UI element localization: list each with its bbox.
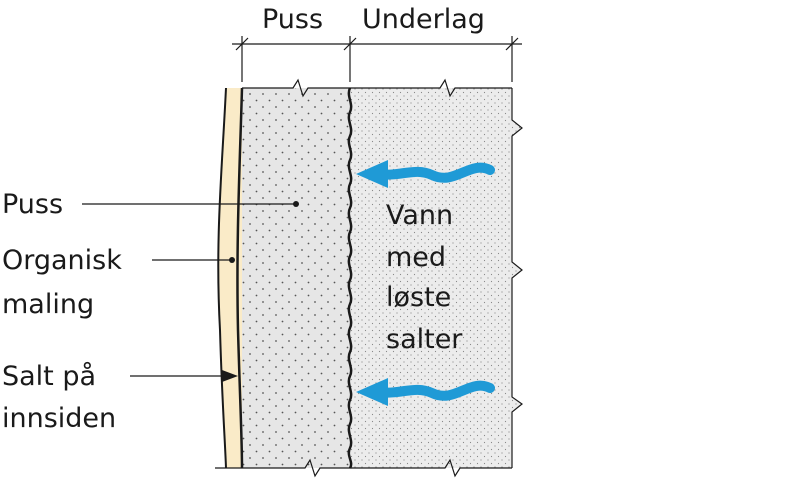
substrate-bottom-break <box>350 458 512 478</box>
salt-leader-arrowhead <box>222 370 238 382</box>
paint-outer-edge <box>217 87 227 469</box>
substrate-right-edge <box>511 88 524 468</box>
dimension-label-substrate: Underlag <box>362 4 485 35</box>
flow-label-line1: Vann <box>386 200 454 231</box>
flow-label-line3: løste <box>386 282 452 313</box>
flow-label-line2: med <box>386 242 447 273</box>
dimension-label-plaster: Puss <box>262 4 324 35</box>
plaster-top-break <box>242 78 350 98</box>
label-plaster: Puss <box>2 189 64 220</box>
plaster-leader-dot <box>293 201 299 207</box>
label-organic-paint-line2: maling <box>2 289 95 320</box>
water-flow-arrow-bottom <box>356 378 495 406</box>
water-flow-arrow-top <box>356 160 495 188</box>
plaster-substrate-interface <box>347 87 353 469</box>
salt-layer-line <box>236 87 244 469</box>
substrate-top-break <box>350 78 512 98</box>
label-salt-inside-line2: innsiden <box>2 403 117 434</box>
label-organic-paint-line1: Organisk <box>2 245 122 276</box>
label-salt-inside-line1: Salt på <box>2 361 97 392</box>
plaster-bottom-break <box>215 458 350 478</box>
flow-label-line4: salter <box>386 324 463 355</box>
dimension-line <box>232 36 522 82</box>
substrate-texture <box>350 88 522 468</box>
paint-leader-dot <box>229 257 235 263</box>
leader-lines <box>82 203 296 377</box>
plaster-texture <box>242 88 350 468</box>
